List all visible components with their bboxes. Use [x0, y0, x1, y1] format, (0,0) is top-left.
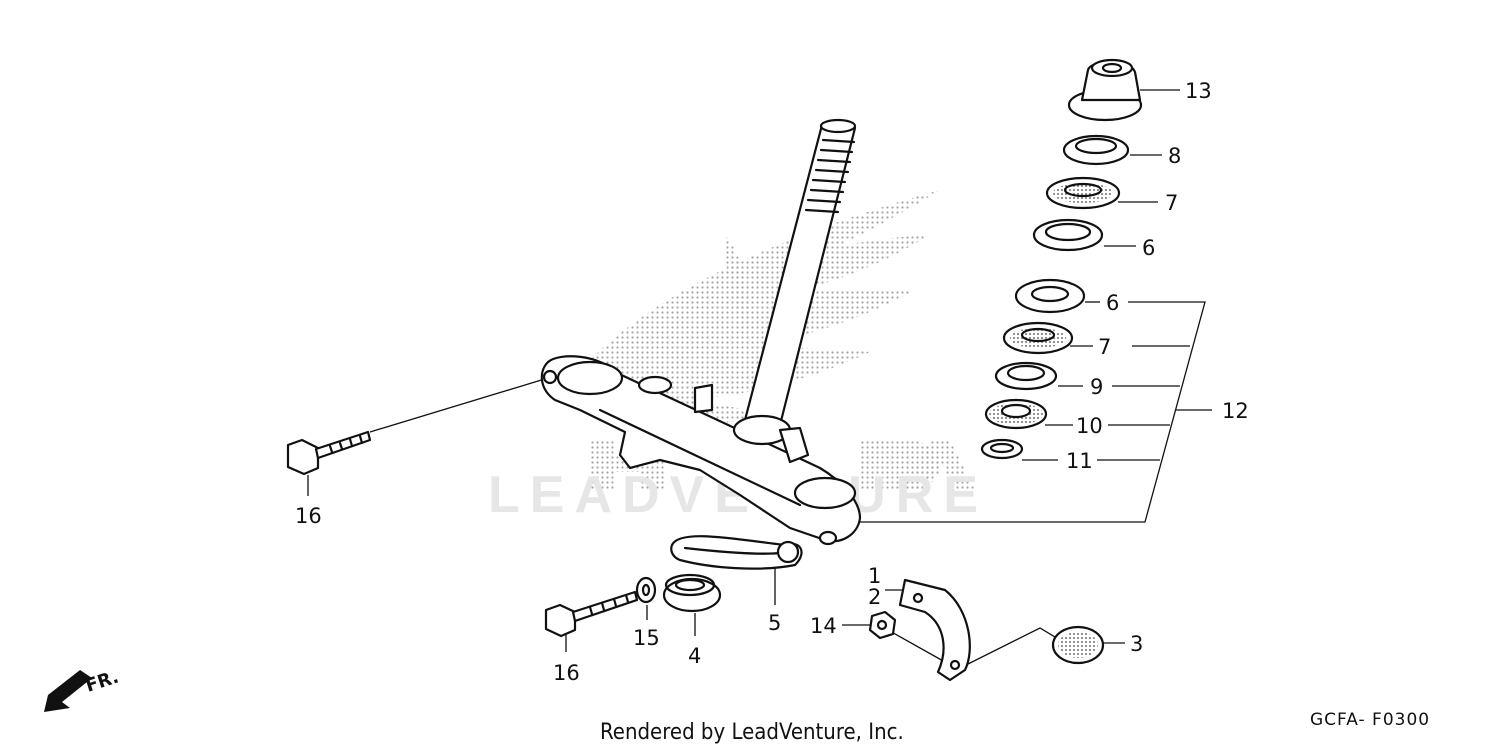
callouts: 13 8 7 6 6 7 9 10 11 12 16 5 4 15 16 1 2… — [295, 79, 1249, 685]
washer-15 — [635, 576, 657, 604]
callout-8: 8 — [1168, 144, 1181, 168]
race-6-lower — [1014, 278, 1086, 314]
race-9 — [994, 361, 1058, 391]
callout-15: 15 — [633, 626, 660, 650]
front-arrow-label: FR. — [83, 666, 121, 696]
race-6-upper — [1032, 218, 1104, 252]
bearing-7-lower — [1002, 321, 1074, 355]
callout-14: 14 — [810, 614, 837, 638]
nut-14 — [868, 610, 897, 640]
callout-7-lower: 7 — [1098, 335, 1111, 359]
front-arrow-icon — [44, 670, 92, 712]
callout-9: 9 — [1090, 375, 1103, 399]
leader-lines — [307, 89, 1212, 669]
callout-3: 3 — [1130, 632, 1143, 656]
grommet-4 — [662, 573, 722, 613]
callout-1: 1 — [868, 564, 881, 588]
lower-triple-clamp — [540, 355, 862, 546]
footer-credit: Rendered by LeadVenture, Inc. — [600, 720, 904, 745]
callout-4: 4 — [688, 644, 701, 668]
callout-2: 2 — [868, 585, 881, 609]
callout-13: 13 — [1185, 79, 1212, 103]
bolt-16-upper — [286, 430, 372, 476]
callout-6-lower: 6 — [1106, 291, 1119, 315]
callout-10: 10 — [1076, 414, 1103, 438]
callout-16-upper: 16 — [295, 504, 322, 528]
callout-5: 5 — [768, 611, 781, 635]
seal-10 — [984, 398, 1048, 430]
callout-16-lower: 16 — [553, 661, 580, 685]
diagram-code: GCFA- F0300 — [1310, 710, 1430, 730]
cap-3 — [1051, 625, 1105, 665]
bearing-7-upper — [1045, 176, 1121, 210]
bolt-16-lower — [544, 590, 639, 638]
callout-7-upper: 7 — [1165, 191, 1178, 215]
nut-13 — [1067, 58, 1143, 122]
bracket-1-2 — [898, 578, 971, 682]
band-5 — [670, 535, 803, 570]
washer-11 — [980, 438, 1024, 460]
callout-11: 11 — [1066, 449, 1093, 473]
callout-6-upper: 6 — [1142, 236, 1155, 260]
race-8 — [1062, 134, 1130, 166]
callout-12: 12 — [1222, 399, 1249, 423]
